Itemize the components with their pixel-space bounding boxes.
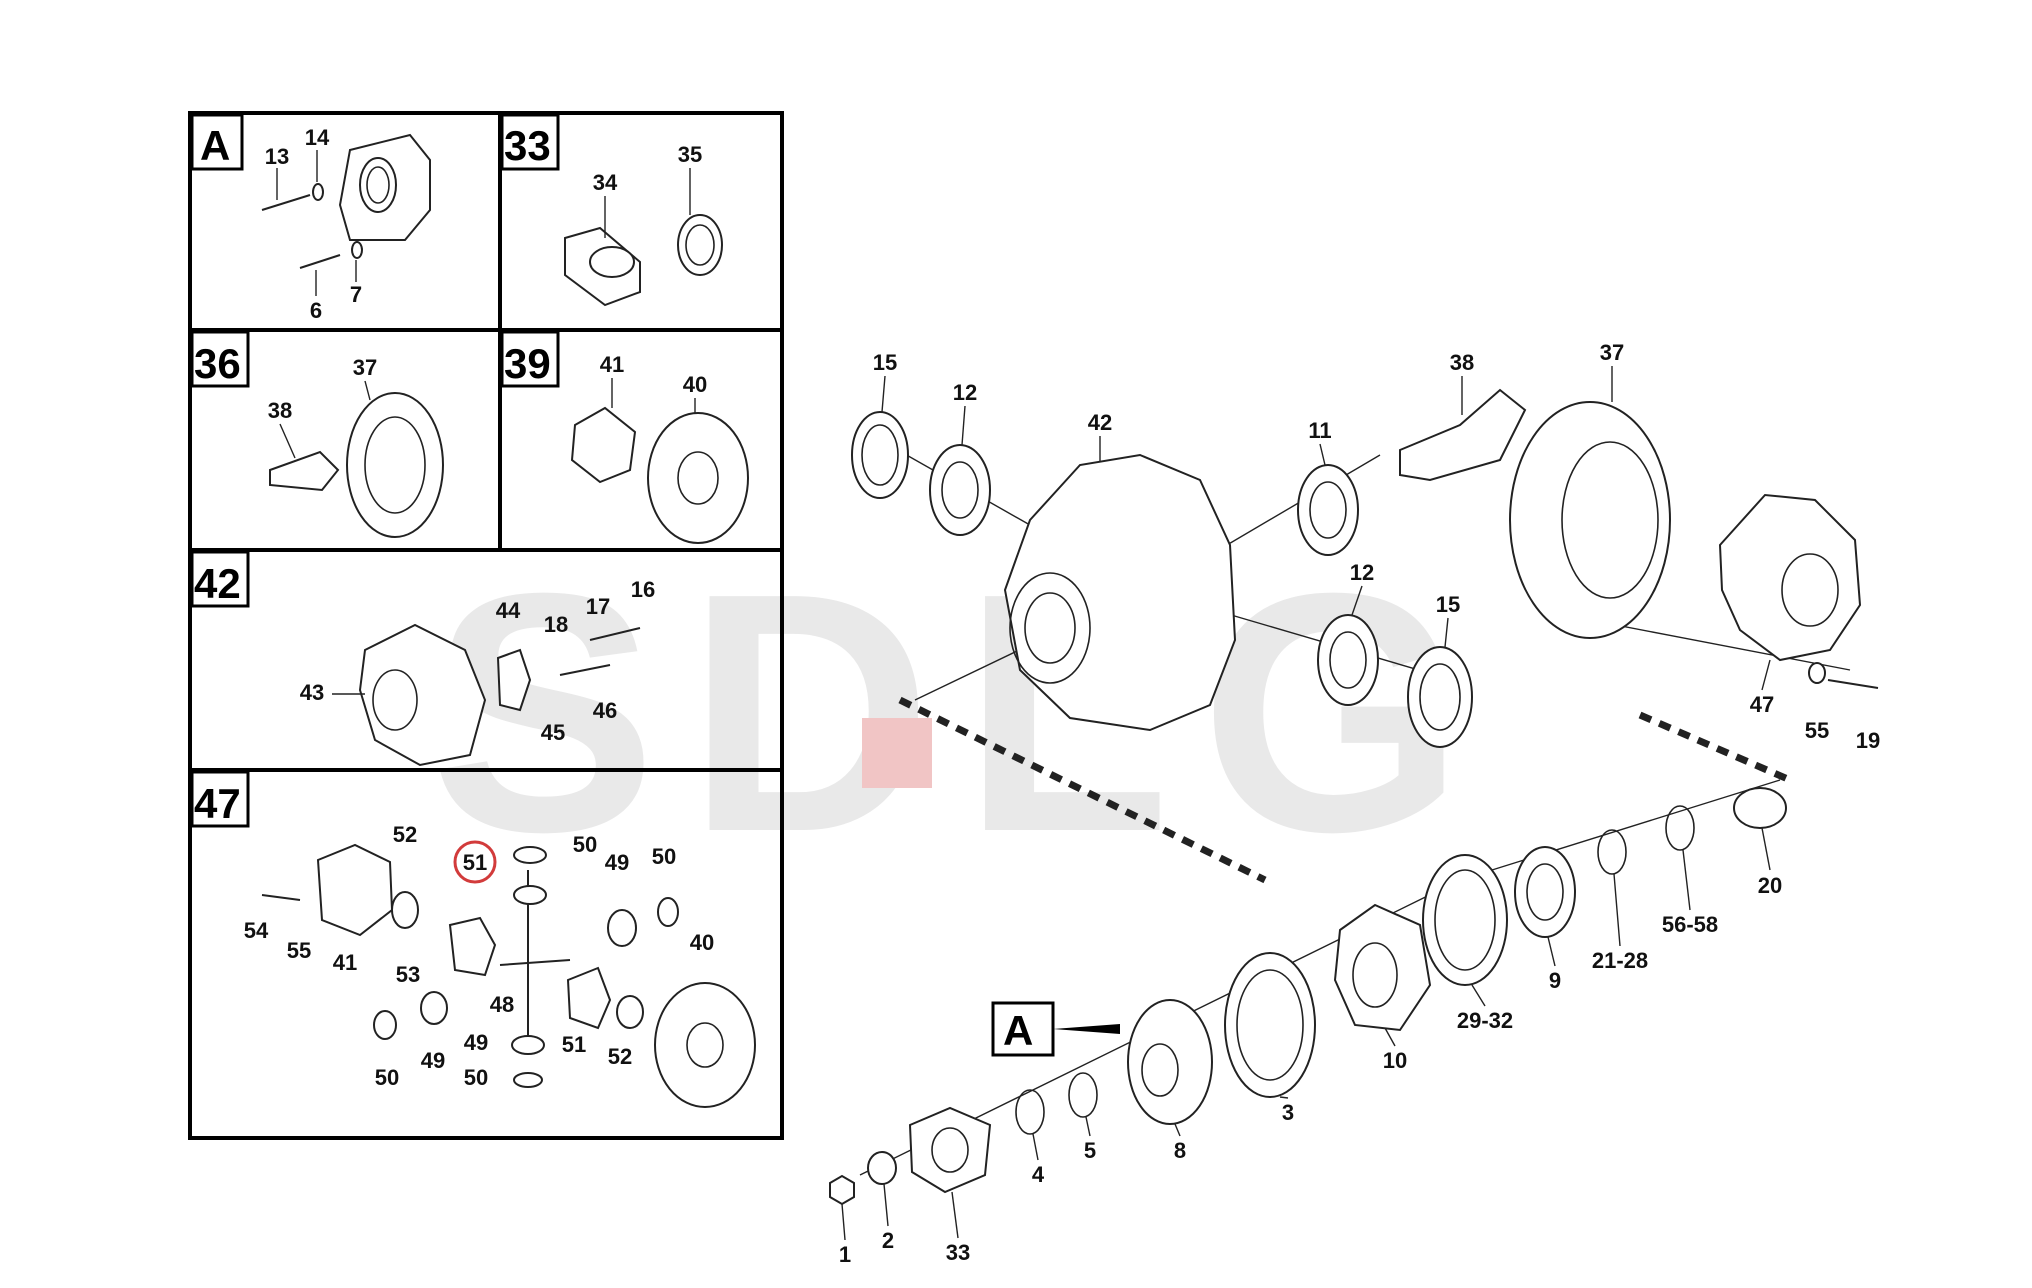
panel-a-label: 14 (305, 125, 330, 150)
panel-47-label: 49 (421, 1048, 445, 1073)
panel-47-label: 50 (652, 844, 676, 869)
main-label: 2 (882, 1228, 894, 1253)
panel-42-label: 46 (593, 698, 617, 723)
main-label: 42 (1088, 410, 1112, 435)
main-label: 8 (1174, 1138, 1186, 1163)
panel-a-label: 7 (350, 282, 362, 307)
panel-grid-frame (188, 111, 784, 1140)
panel-47: 47 52 51 50 49 50 54 55 (190, 770, 756, 1108)
part-15-bearing-lower (1407, 646, 1473, 748)
panel-a-label: 13 (265, 144, 289, 169)
panel-42-label: 17 (586, 594, 610, 619)
watermark: SDLG (430, 523, 1494, 903)
watermark-text: SDLG (430, 523, 1494, 903)
panel-47-label: 49 (605, 850, 629, 875)
panel-36-label: 37 (353, 355, 377, 380)
main-label: 12 (1350, 560, 1374, 585)
main-label: 5 (1084, 1138, 1096, 1163)
part-12-bearing (929, 444, 991, 536)
part-3-gasket (1224, 952, 1316, 1098)
panel-42-label: 44 (496, 598, 521, 623)
panel-47-label: 50 (464, 1065, 488, 1090)
panel-47-label: 51 (562, 1032, 586, 1057)
panel-47-label: 51 (463, 850, 487, 875)
panel-a-title: A (200, 122, 230, 169)
panel-39-label: 41 (600, 352, 624, 377)
main-label: 3 (1282, 1100, 1294, 1125)
part-33-flange (908, 1106, 992, 1194)
part-38-pinion (1399, 388, 1527, 482)
main-label: 1 (839, 1242, 851, 1267)
main-label: 20 (1758, 873, 1782, 898)
callout-arrow (1053, 1024, 1120, 1034)
callout-a-label: A (1003, 1007, 1033, 1054)
panel-42-label: 43 (300, 680, 324, 705)
part-1-nut (829, 1174, 855, 1206)
panel-47-label: 48 (490, 992, 514, 1017)
part-11-bearing (1297, 464, 1359, 556)
main-label: 33 (946, 1240, 970, 1265)
panel-a-label: 6 (310, 298, 322, 323)
panel-47-label: 55 (287, 938, 311, 963)
panel-47-label: 52 (608, 1044, 632, 1069)
part-9-bearing (1514, 846, 1576, 938)
main-label: 47 (1750, 692, 1774, 717)
panel-33: 33 34 35 (500, 113, 723, 307)
panel-42-label: 18 (544, 612, 568, 637)
panel-47-label: 40 (690, 930, 714, 955)
part-12-bearing-lower (1317, 614, 1379, 706)
panel-47-label: 50 (573, 832, 597, 857)
part-47-differential (1718, 493, 1862, 662)
panel-39-title: 39 (504, 340, 551, 387)
main-label: 21-28 (1592, 948, 1648, 973)
panel-36-title: 36 (194, 340, 241, 387)
main-label: 9 (1549, 968, 1561, 993)
panel-47-label: 54 (244, 918, 269, 943)
panel-42-label: 45 (541, 720, 565, 745)
main-label: 10 (1383, 1048, 1407, 1073)
part-20-sleeve (1733, 787, 1787, 829)
panel-47-label: 50 (375, 1065, 399, 1090)
panel-47-title: 47 (194, 780, 241, 827)
main-label: 11 (1308, 418, 1331, 443)
part-29-32-shim (1422, 854, 1508, 986)
part-37-ring-gear (1509, 401, 1671, 639)
panel-47-label: 49 (464, 1030, 488, 1055)
part-15-seal (851, 411, 909, 499)
panel-33-label: 35 (678, 142, 702, 167)
main-label: 56-58 (1662, 912, 1718, 937)
main-label: 15 (873, 350, 897, 375)
panel-36: 36 38 37 (190, 330, 444, 538)
part-42-housing (1003, 453, 1237, 732)
detail-panels: A 13 14 6 7 33 34 35 (188, 111, 784, 1140)
panel-42: 42 44 18 17 16 43 45 46 (190, 550, 655, 767)
panel-47-label: 41 (333, 950, 357, 975)
panel-47-label: 52 (393, 822, 417, 847)
watermark-dot (862, 718, 932, 788)
panel-a: A 13 14 6 7 (190, 113, 431, 323)
panel-42-title: 42 (194, 560, 241, 607)
part-10-housing (1333, 903, 1432, 1032)
highlight-circle (453, 840, 497, 884)
main-label: 12 (953, 380, 977, 405)
panel-39: 39 41 40 (500, 330, 749, 544)
panel-47-label: 53 (396, 962, 420, 987)
main-label: 55 (1805, 718, 1829, 743)
part-8-cover (1127, 999, 1213, 1125)
panel-39-label: 40 (683, 372, 707, 397)
main-label: 15 (1436, 592, 1460, 617)
main-label: 37 (1600, 340, 1624, 365)
main-label: 19 (1856, 728, 1880, 753)
panel-33-label: 34 (593, 170, 618, 195)
main-label: 38 (1450, 350, 1474, 375)
panel-36-label: 38 (268, 398, 292, 423)
panel-33-title: 33 (504, 122, 551, 169)
main-label: 29-32 (1457, 1008, 1513, 1033)
main-label: 4 (1032, 1162, 1045, 1187)
main-assembly: A 15 12 42 11 38 37 12 15 47 55 19 20 56… (829, 340, 1880, 1267)
panel-42-label: 16 (631, 577, 655, 602)
